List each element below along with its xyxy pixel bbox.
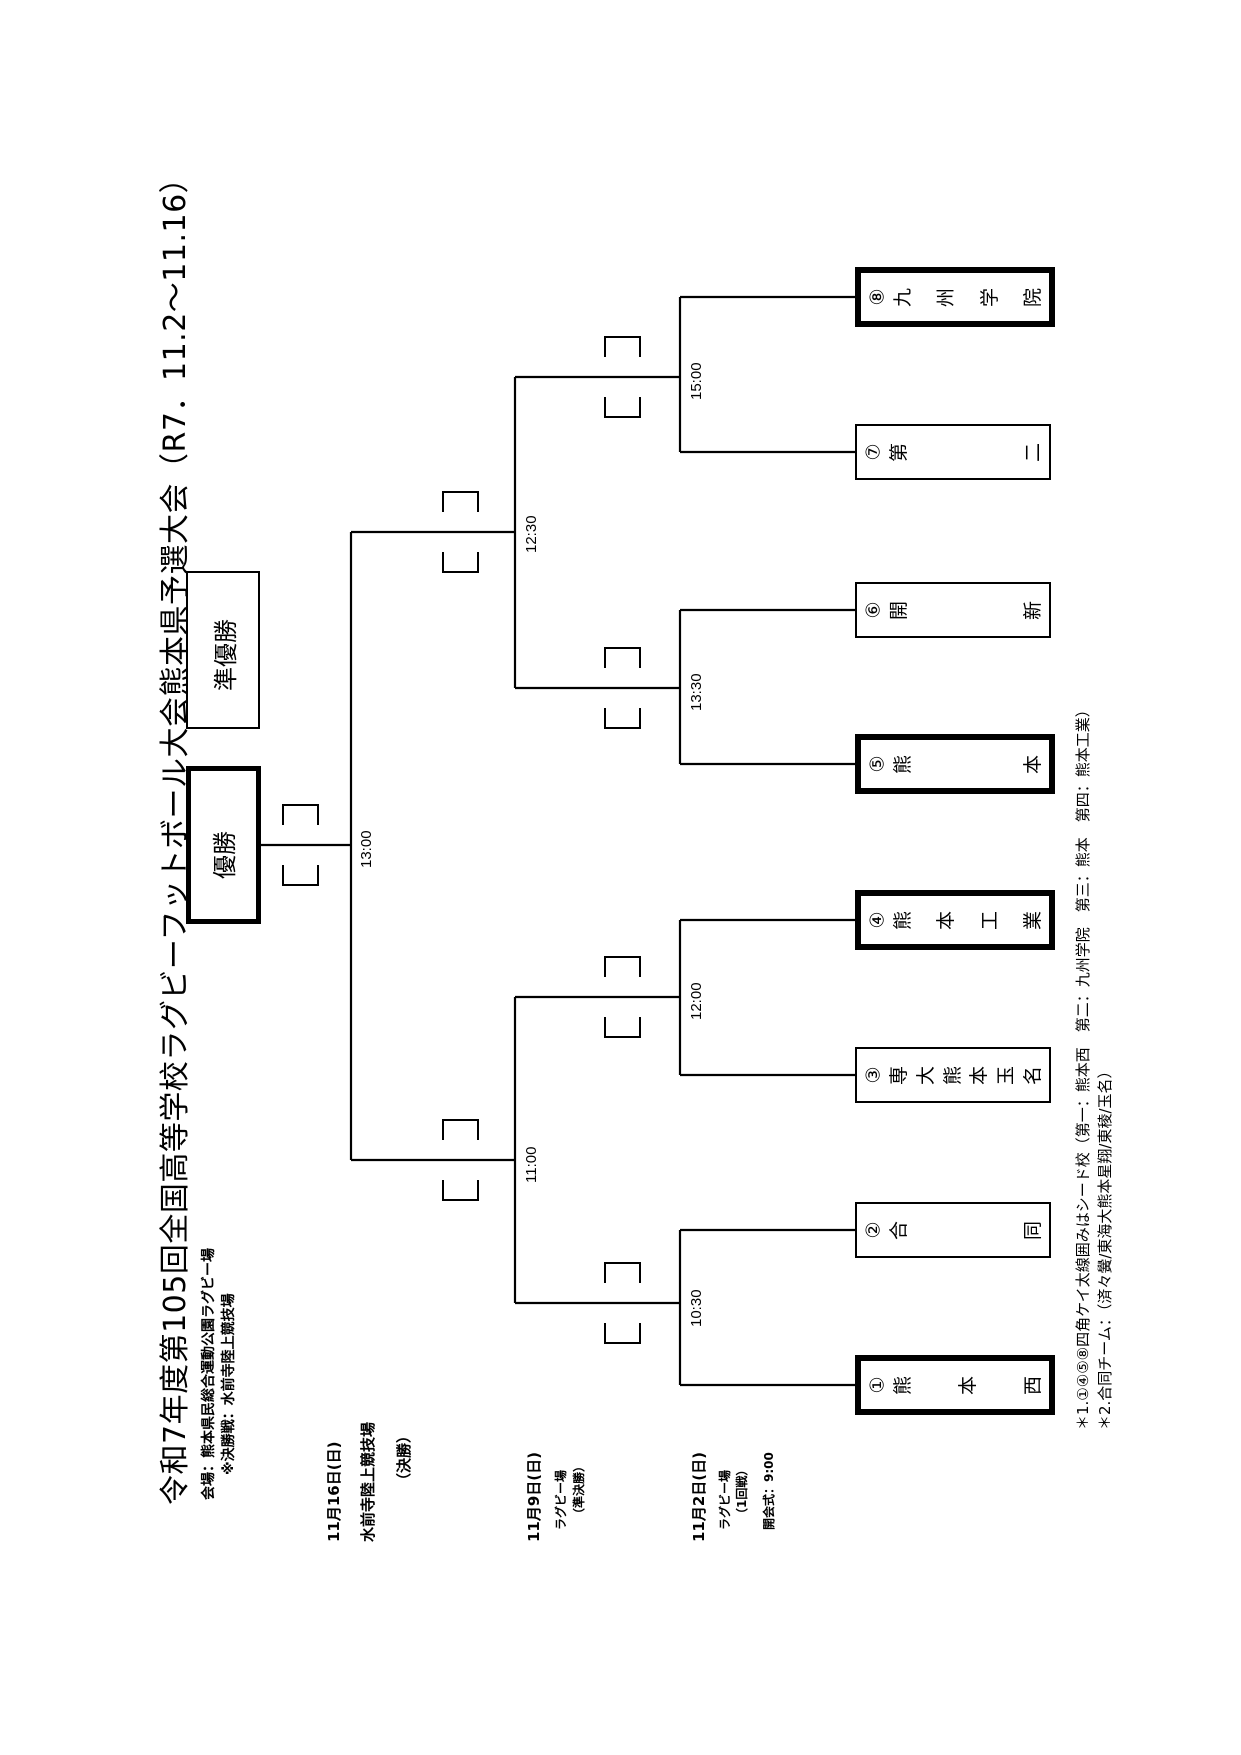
score-box-lower <box>282 865 319 886</box>
score-box-upper <box>442 491 479 512</box>
score-box-upper <box>604 956 641 977</box>
team-name-char: 第 <box>888 442 911 462</box>
team-name-char: 同 <box>1021 1220 1044 1240</box>
team-name-char: 開 <box>888 600 911 620</box>
score-box-lower <box>604 1017 641 1038</box>
score-box-upper <box>282 804 319 825</box>
team-name-char: 専 <box>888 1065 911 1085</box>
team-seed-number: ③ <box>862 1066 885 1084</box>
team-name-char: 院 <box>1021 287 1044 307</box>
team-name-char: 二 <box>1021 442 1044 462</box>
team-name-char: 合 <box>888 1220 911 1240</box>
score-box-upper <box>442 1119 479 1140</box>
team-name: 開新 <box>888 597 1044 624</box>
team-name-char: 九 <box>892 287 915 307</box>
team-name-char: 西 <box>1021 1375 1044 1395</box>
team-seed-number: ⑧ <box>866 288 889 306</box>
team-name-char: 大 <box>914 1065 937 1085</box>
team-name-char: 熊 <box>892 754 915 774</box>
team-name-char: 新 <box>1021 600 1044 620</box>
team-name-char: 熊 <box>892 1375 915 1395</box>
team-name: 九州学院 <box>892 284 1044 311</box>
score-box-lower <box>604 397 641 418</box>
champion-box: 優勝 <box>186 766 261 924</box>
match-time-sf-1: 11:00 <box>523 1146 540 1183</box>
match-time-final: 13:00 <box>358 830 375 868</box>
note-joint-team: ＊2.合同チーム：（済々黌/東海大熊本星翔/東稜/玉名） <box>1096 1063 1114 1430</box>
team-name-char: 本 <box>1021 754 1044 774</box>
team-seed-number: ⑤ <box>866 755 889 773</box>
match-time-sf-2: 12:30 <box>523 515 540 553</box>
team-name-char: 業 <box>1021 910 1044 930</box>
team-name-char: 本 <box>968 1065 991 1085</box>
team-name: 合同 <box>888 1217 1044 1244</box>
note-seeds: ＊1.①④⑤⑧四角ケイ太線囲みはシード校（第一：熊本西 第二：九州学院 第三：熊… <box>1074 702 1092 1430</box>
runner-up-box: 準優勝 <box>186 571 260 729</box>
team-name-char: 名 <box>1021 1065 1044 1085</box>
score-box-lower <box>442 552 479 573</box>
match-time-r1-4: 15:00 <box>688 362 705 400</box>
score-box-upper <box>604 336 641 357</box>
team-seed-number: ④ <box>866 911 889 929</box>
score-box-lower <box>442 1180 479 1201</box>
score-box-upper <box>604 1262 641 1283</box>
team-name-char: 州 <box>935 287 958 307</box>
team-name: 専大熊本玉名 <box>888 1062 1044 1089</box>
match-time-r1-1: 10:30 <box>688 1289 705 1327</box>
team-seed-number: ⑥ <box>862 601 885 619</box>
team-name: 熊本西 <box>892 1372 1044 1399</box>
match-time-r1-2: 12:00 <box>688 982 705 1020</box>
team-name-char: 学 <box>978 287 1001 307</box>
team-name-char: 熊 <box>892 910 915 930</box>
team-name-char: 熊 <box>941 1065 964 1085</box>
team-name: 熊本工業 <box>892 907 1044 934</box>
team-seed-number: ① <box>866 1376 889 1394</box>
match-time-r1-3: 13:30 <box>688 673 705 711</box>
team-name: 第二 <box>888 439 1044 466</box>
team-name-char: 本 <box>957 1375 980 1395</box>
team-seed-number: ⑦ <box>862 443 885 461</box>
team-seed-number: ② <box>862 1221 885 1239</box>
score-box-upper <box>604 647 641 668</box>
score-box-lower <box>604 708 641 729</box>
team-name-char: 玉 <box>995 1065 1018 1085</box>
team-name-char: 本 <box>935 910 958 930</box>
team-name-char: 工 <box>978 910 1001 930</box>
team-name: 熊本 <box>892 751 1044 778</box>
score-box-lower <box>604 1323 641 1344</box>
